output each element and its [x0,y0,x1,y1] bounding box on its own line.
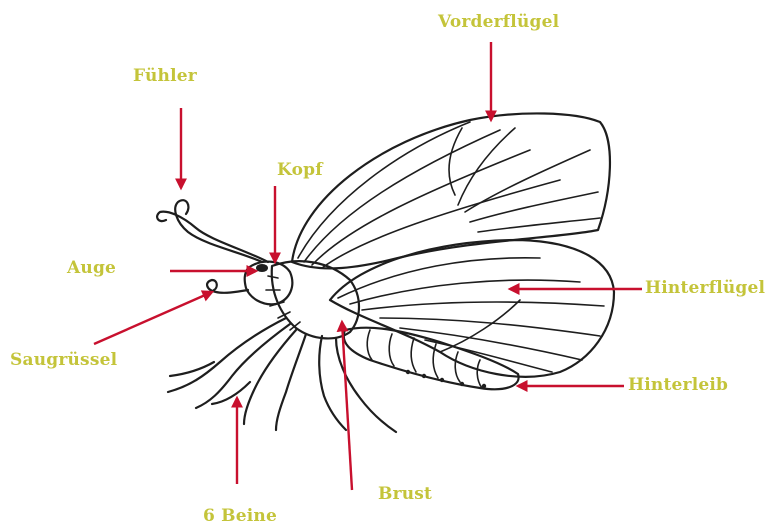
proboscis-outline [207,280,248,293]
label-saugruessel: Saugrüssel [10,350,117,370]
butterfly-drawing [157,113,614,432]
label-kopf: Kopf [277,160,323,180]
legs [168,318,396,432]
label-beine: 6 Beine [203,506,277,526]
thorax-hair [266,276,300,330]
label-hinterleib: Hinterleib [628,375,728,395]
label-vorderfluegel: Vorderflügel [438,12,559,32]
head-outline [245,262,293,305]
abdomen-outline [344,328,519,390]
label-hinterfluegel: Hinterflügel [645,278,765,298]
pointer-arrows [94,42,642,490]
label-auge: Auge [67,258,116,278]
abdomen-dots [406,370,486,388]
arrow-brust [342,322,352,490]
label-fuehler: Fühler [133,66,197,86]
antenna-right [157,212,268,262]
eye-shape [256,264,268,272]
label-brust: Brust [378,484,432,504]
arrow-saugruessel [94,292,212,344]
hindwing-veins [338,258,604,372]
